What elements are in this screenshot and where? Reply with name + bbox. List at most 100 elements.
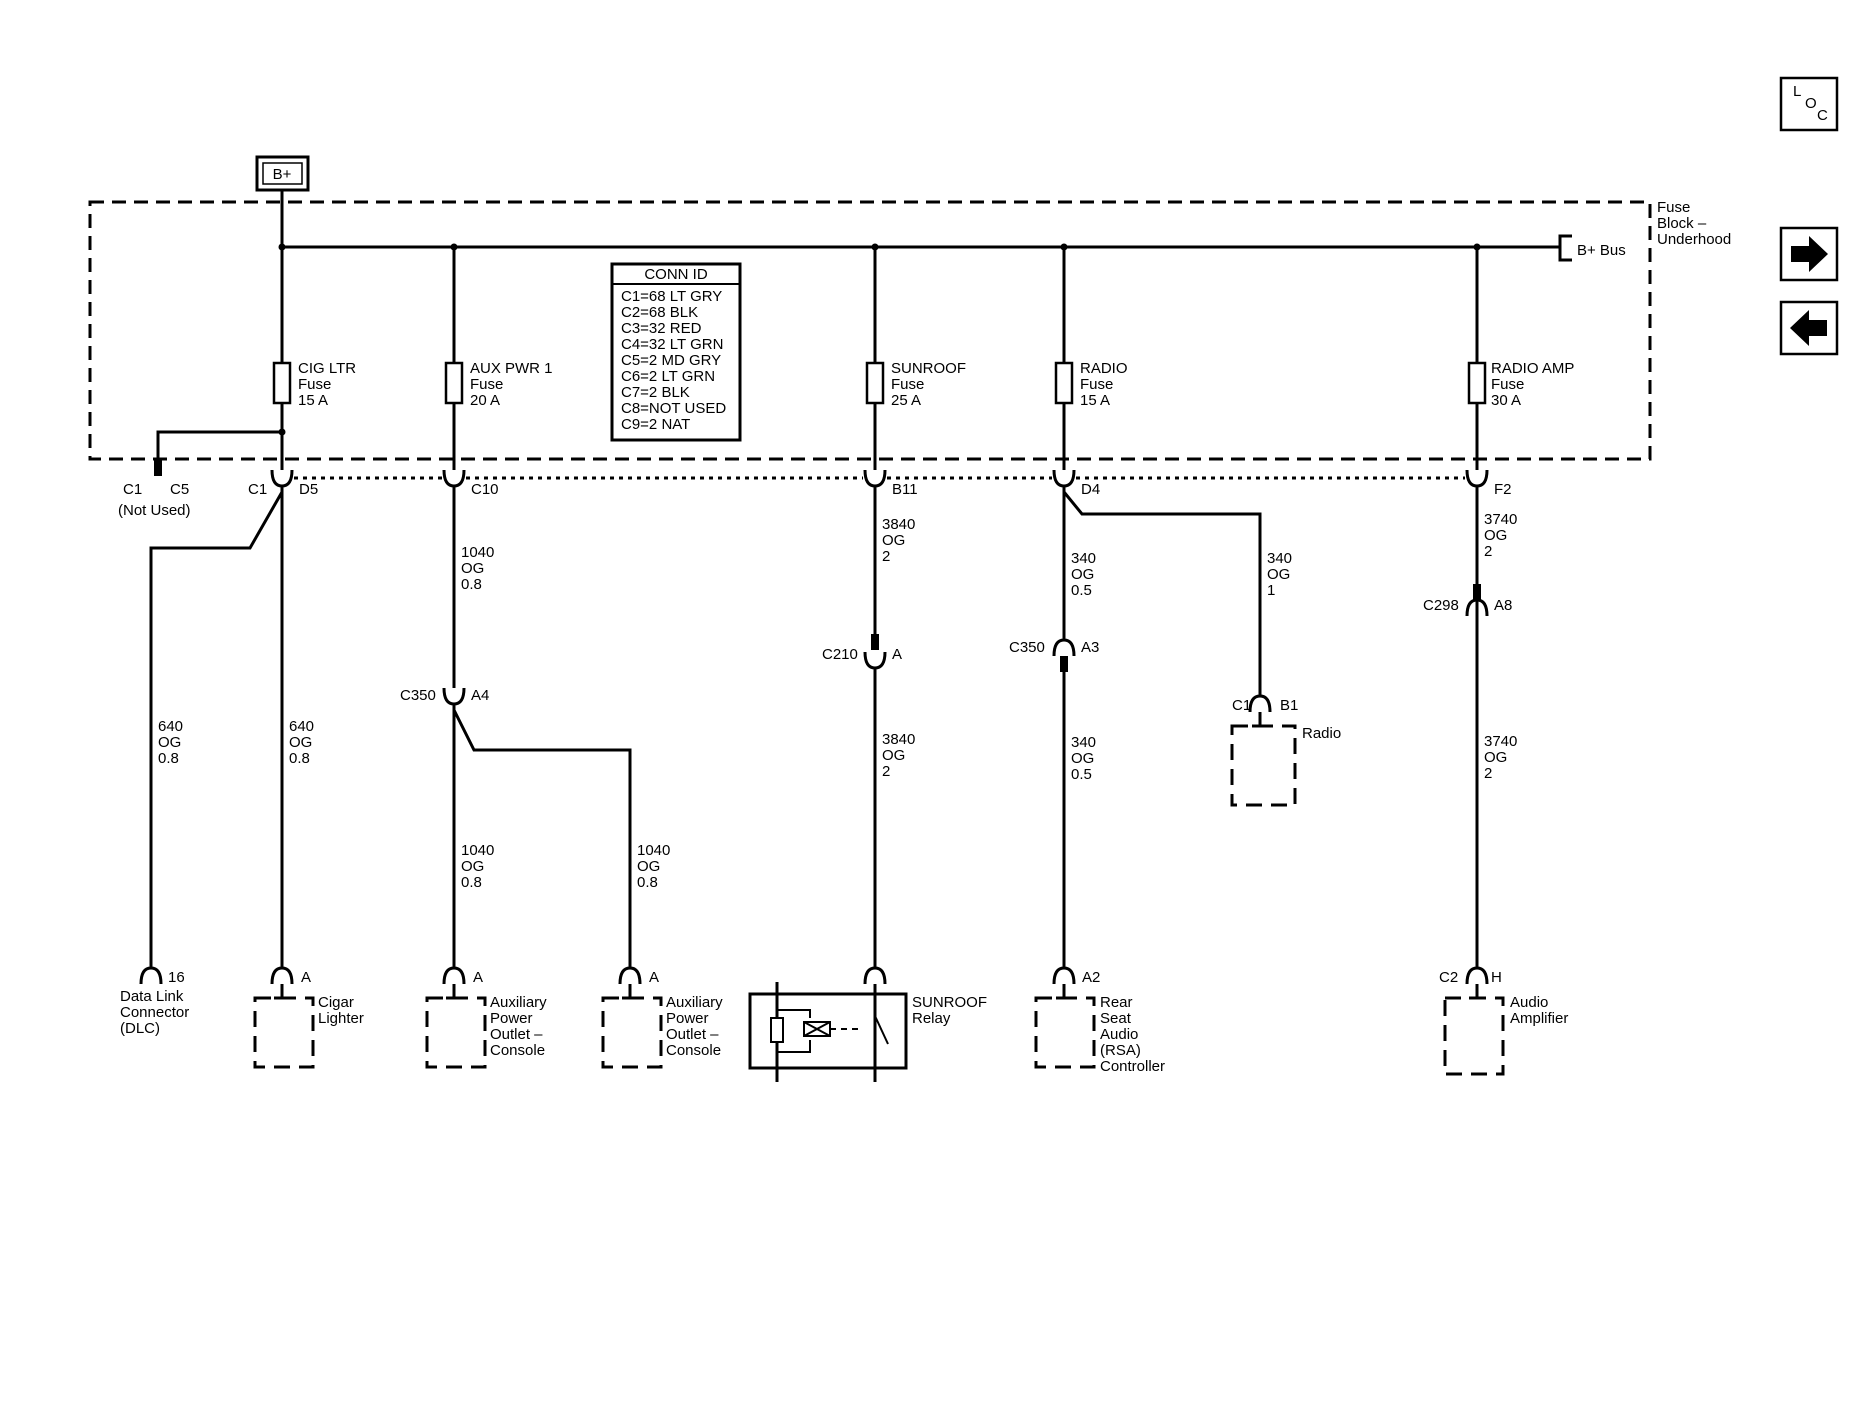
conn-id-table: CONN ID C1=68 LT GRY C2=68 BLK C3=32 RED…	[610, 262, 742, 442]
connector-label: C350	[1009, 639, 1045, 656]
wire-label: 0.8	[461, 874, 482, 891]
component-label: Rear	[1100, 994, 1133, 1011]
connector-c298: C298 A8	[1423, 597, 1512, 617]
wire-label: OG	[1071, 750, 1094, 767]
fuse-radio-amp: RADIO AMP Fuse 30 A	[1467, 247, 1574, 470]
pin-label: 16	[168, 969, 185, 986]
wire-label: 3740	[1484, 511, 1517, 528]
connector-label: A	[892, 646, 902, 663]
wire-label: OG	[1484, 749, 1507, 766]
component-label: Lighter	[318, 1010, 364, 1027]
component-label: Connector	[120, 1004, 189, 1021]
wire-label: 1	[1267, 582, 1275, 599]
wire-label: OG	[289, 734, 312, 751]
fuse-sunroof: SUNROOF Fuse 25 A	[865, 247, 966, 470]
wire-label: 0.8	[461, 576, 482, 593]
component-label: Outlet –	[666, 1026, 719, 1043]
fuse-block-outline	[88, 200, 1652, 461]
rsa-connector: A2	[1052, 966, 1100, 1000]
component-label: SUNROOF	[912, 994, 987, 1011]
aux-outlet-2-component	[601, 996, 663, 1069]
wire-label: 640	[289, 718, 314, 735]
sunroof-relay	[748, 966, 908, 1082]
conn-id-entry: C1=68 LT GRY	[621, 288, 722, 305]
component-label: Data Link	[120, 988, 184, 1005]
connector-f2: F2	[1465, 469, 1512, 498]
component-label: Auxiliary	[666, 994, 723, 1011]
aux-outlet-2-connector: A	[618, 966, 659, 1000]
connector-label: C2	[1439, 969, 1458, 986]
wire-label: 340	[1071, 734, 1096, 751]
forward-button[interactable]	[1779, 226, 1839, 282]
fuse-name: AUX PWR 1	[470, 360, 553, 377]
fuse-rating: 20 A	[470, 392, 500, 409]
component-label: Power	[666, 1010, 709, 1027]
wire-label: 0.8	[158, 750, 179, 767]
wire-label: 2	[1484, 765, 1492, 782]
connector-label: C350	[400, 687, 436, 704]
b-plus-bus-label: B+ Bus	[1577, 242, 1626, 259]
wire-label: 0.8	[289, 750, 310, 767]
component-label: Controller	[1100, 1058, 1165, 1075]
fuse-aux-pwr-1: AUX PWR 1 Fuse 20 A	[444, 247, 553, 470]
connector-label: C1	[1232, 697, 1251, 714]
pin-label: A	[301, 969, 311, 986]
conn-id-entry: C9=2 NAT	[621, 416, 690, 433]
wire-aux-lower-2	[452, 709, 632, 968]
wire-label: 3740	[1484, 733, 1517, 750]
loc-letter-c: C	[1817, 107, 1828, 124]
connector-c10: C10	[442, 469, 499, 498]
back-button[interactable]	[1779, 300, 1839, 356]
connector-b11: B11	[863, 469, 918, 498]
connector-label: C1	[248, 481, 267, 498]
wire-label: 2	[882, 763, 890, 780]
conn-id-title: CONN ID	[644, 266, 708, 283]
fuse-block-label-1: Fuse	[1657, 199, 1690, 216]
wire-label: OG	[158, 734, 181, 751]
connector-c350-a4: C350 A4	[400, 687, 489, 706]
connector-label: D4	[1081, 481, 1100, 498]
fuse-name: RADIO AMP	[1491, 360, 1574, 377]
not-used-note: (Not Used)	[118, 502, 191, 519]
fuse-rating: 30 A	[1491, 392, 1521, 409]
fuse-rating: 15 A	[298, 392, 328, 409]
component-label: Auxiliary	[490, 994, 547, 1011]
conn-id-entry: C3=32 RED	[621, 320, 702, 337]
unused-terminal: C1 C5 (Not Used)	[118, 428, 286, 519]
connector-label: A8	[1494, 597, 1512, 614]
conn-id-entry: C7=2 BLK	[621, 384, 690, 401]
fuse-type: Fuse	[298, 376, 331, 393]
wire-label: OG	[461, 560, 484, 577]
pin-label: A2	[1082, 969, 1100, 986]
conn-id-entry: C2=68 BLK	[621, 304, 698, 321]
component-label: Seat	[1100, 1010, 1132, 1027]
cigar-lighter-connector: A	[270, 966, 311, 1000]
component-label: Console	[490, 1042, 545, 1059]
cigar-lighter-component	[253, 996, 315, 1069]
component-label: Radio	[1302, 725, 1341, 742]
connector-label: A3	[1081, 639, 1099, 656]
component-label: Audio	[1510, 994, 1548, 1011]
connector-label: B11	[892, 481, 918, 498]
component-label: Console	[666, 1042, 721, 1059]
loc-letter-o: O	[1805, 95, 1817, 112]
conn-id-entry: C6=2 LT GRN	[621, 368, 715, 385]
arrow-right-icon	[1791, 236, 1828, 272]
connector-label: A4	[471, 687, 489, 704]
connector-label: C10	[471, 481, 499, 498]
wire-label: 2	[882, 548, 890, 565]
radio-component	[1230, 724, 1297, 807]
wire-label: 1040	[461, 544, 494, 561]
loc-button[interactable]: L O C	[1779, 76, 1839, 132]
audio-amplifier-component	[1443, 996, 1505, 1076]
loc-letter-l: L	[1793, 83, 1801, 100]
wire-label: OG	[637, 858, 660, 875]
wire-label: 340	[1071, 550, 1096, 567]
b-plus-bus-connector	[1558, 234, 1572, 262]
amp-connector: C2 H	[1439, 966, 1502, 1000]
conn-id-entry: C4=32 LT GRN	[621, 336, 723, 353]
connector-d4: D4	[1052, 469, 1100, 498]
connector-label: H	[1491, 969, 1502, 986]
connector-label: D5	[299, 481, 318, 498]
connector-label: B1	[1280, 697, 1298, 714]
